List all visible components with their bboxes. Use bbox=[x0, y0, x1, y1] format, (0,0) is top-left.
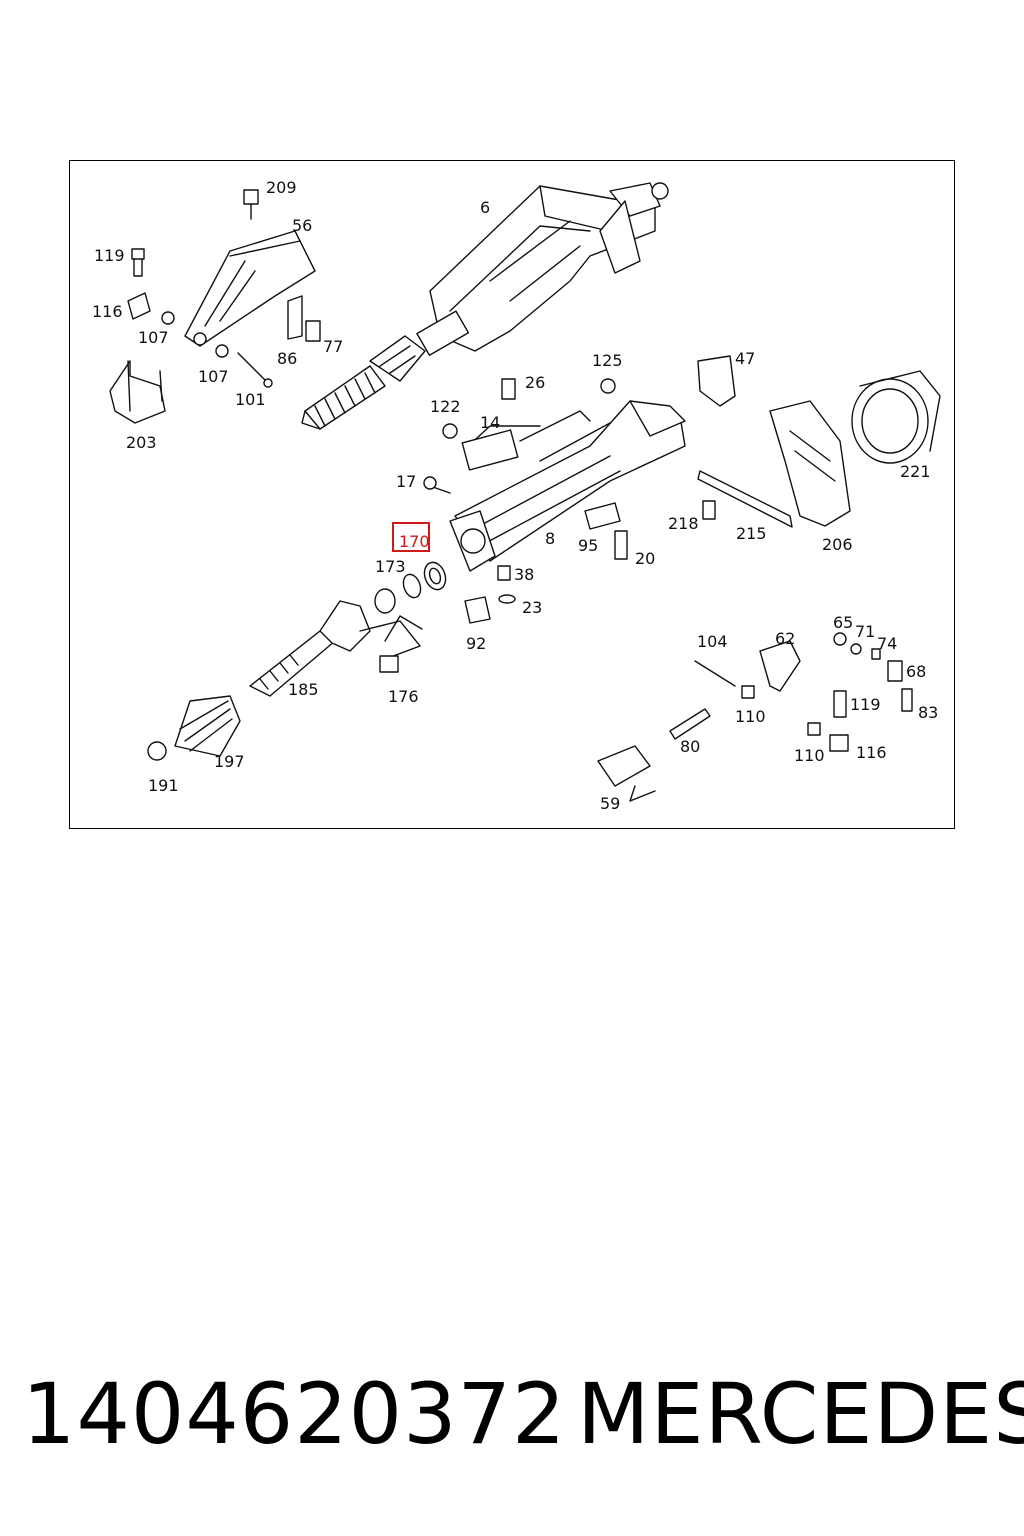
screw-110b bbox=[807, 722, 821, 736]
bolt-17-head bbox=[423, 476, 437, 490]
callout: 20 bbox=[635, 549, 655, 568]
callout: 107 bbox=[198, 367, 229, 386]
washer-71 bbox=[850, 643, 862, 655]
callout: 38 bbox=[514, 565, 534, 584]
diagram-frame: 209 56 119 116 107 107 86 77 101 203 6 2… bbox=[69, 160, 955, 829]
highlight-box bbox=[392, 522, 430, 552]
callout: 203 bbox=[126, 433, 157, 452]
clamp-47 bbox=[697, 355, 736, 407]
callout: 104 bbox=[697, 632, 728, 651]
callout: 116 bbox=[92, 302, 123, 321]
fasteners-left bbox=[127, 248, 321, 388]
shroud-206-detail bbox=[789, 430, 836, 482]
callout: 125 bbox=[592, 351, 623, 370]
callout-labels: 209 56 119 116 107 107 86 77 101 203 6 2… bbox=[92, 178, 938, 813]
callout: 119 bbox=[850, 695, 881, 714]
motor-59-cable bbox=[629, 785, 656, 802]
callout: 62 bbox=[775, 629, 795, 648]
callout: 77 bbox=[323, 337, 343, 356]
part-14 bbox=[442, 423, 519, 471]
block-92 bbox=[464, 596, 491, 624]
callout: 59 bbox=[600, 794, 620, 813]
callout: 95 bbox=[578, 536, 598, 555]
washer-23 bbox=[498, 594, 516, 604]
cover-221 bbox=[851, 370, 941, 464]
callout: 71 bbox=[855, 622, 875, 641]
plug-38 bbox=[497, 565, 511, 581]
part-number: 1404620372 bbox=[22, 1365, 567, 1463]
ring-191 bbox=[147, 741, 167, 761]
callout: 74 bbox=[877, 634, 897, 653]
callout: 92 bbox=[466, 634, 486, 653]
pin-74 bbox=[871, 648, 881, 660]
callout: 176 bbox=[388, 687, 419, 706]
callout: 110 bbox=[735, 707, 766, 726]
bracket-95 bbox=[584, 502, 621, 530]
motor-59 bbox=[597, 745, 651, 787]
boot-197 bbox=[174, 695, 241, 757]
callout: 17 bbox=[396, 472, 416, 491]
callout: 110 bbox=[794, 746, 825, 765]
leader-lines bbox=[384, 615, 423, 642]
callout: 122 bbox=[430, 397, 461, 416]
screw-110a bbox=[741, 685, 755, 699]
callout: 218 bbox=[668, 514, 699, 533]
bolt-218 bbox=[702, 500, 716, 520]
callout: 206 bbox=[822, 535, 853, 554]
callout: 221 bbox=[900, 462, 931, 481]
callout: 26 bbox=[525, 373, 545, 392]
bolt-20 bbox=[614, 530, 628, 560]
ring-170 bbox=[423, 561, 447, 591]
upper-column-assembly bbox=[301, 182, 669, 430]
clip-68 bbox=[887, 660, 903, 682]
clip-173 bbox=[402, 573, 422, 599]
callout: 191 bbox=[148, 776, 179, 795]
bracket-56 bbox=[184, 189, 316, 347]
callout: 119 bbox=[94, 246, 125, 265]
callout: 65 bbox=[833, 613, 853, 632]
callout: 197 bbox=[214, 752, 245, 771]
callout: 14 bbox=[480, 413, 500, 432]
callout: 68 bbox=[906, 662, 926, 681]
callout: 209 bbox=[266, 178, 297, 197]
nut-116 bbox=[829, 734, 849, 752]
callout: 116 bbox=[856, 743, 887, 762]
callout: 101 bbox=[235, 390, 266, 409]
callout: 8 bbox=[545, 529, 555, 548]
callout: 23 bbox=[522, 598, 542, 617]
column-tube-8 bbox=[449, 400, 686, 572]
callout: 83 bbox=[918, 703, 938, 722]
brand-name: MERCEDES bbox=[577, 1365, 1024, 1463]
pin-104 bbox=[694, 660, 736, 687]
shaft-80 bbox=[669, 708, 711, 740]
callout: 173 bbox=[375, 557, 406, 576]
exploded-parts-diagram: 209 56 119 116 107 107 86 77 101 203 6 2… bbox=[92, 178, 941, 813]
callout: 47 bbox=[735, 349, 755, 368]
strap-215 bbox=[697, 470, 793, 528]
lower-shaft-185 bbox=[249, 588, 421, 697]
bolt-119 bbox=[833, 690, 847, 718]
shroud-206 bbox=[769, 400, 851, 527]
bolt-26 bbox=[501, 378, 516, 400]
callout: 185 bbox=[288, 680, 319, 699]
callout: 56 bbox=[292, 216, 312, 235]
callout: 80 bbox=[680, 737, 700, 756]
bracket-203 bbox=[109, 360, 166, 424]
cap-65 bbox=[833, 632, 847, 646]
callout-highlighted: 170 bbox=[399, 532, 430, 551]
nut-125 bbox=[600, 378, 616, 394]
callout: 107 bbox=[138, 328, 169, 347]
lever-62 bbox=[759, 640, 801, 692]
callout: 6 bbox=[480, 198, 490, 217]
callout: 86 bbox=[277, 349, 297, 368]
bolt-176 bbox=[379, 655, 399, 673]
callout: 215 bbox=[736, 524, 767, 543]
screw-83 bbox=[901, 688, 913, 712]
footer: 1404620372 MERCEDES bbox=[22, 1365, 1024, 1475]
